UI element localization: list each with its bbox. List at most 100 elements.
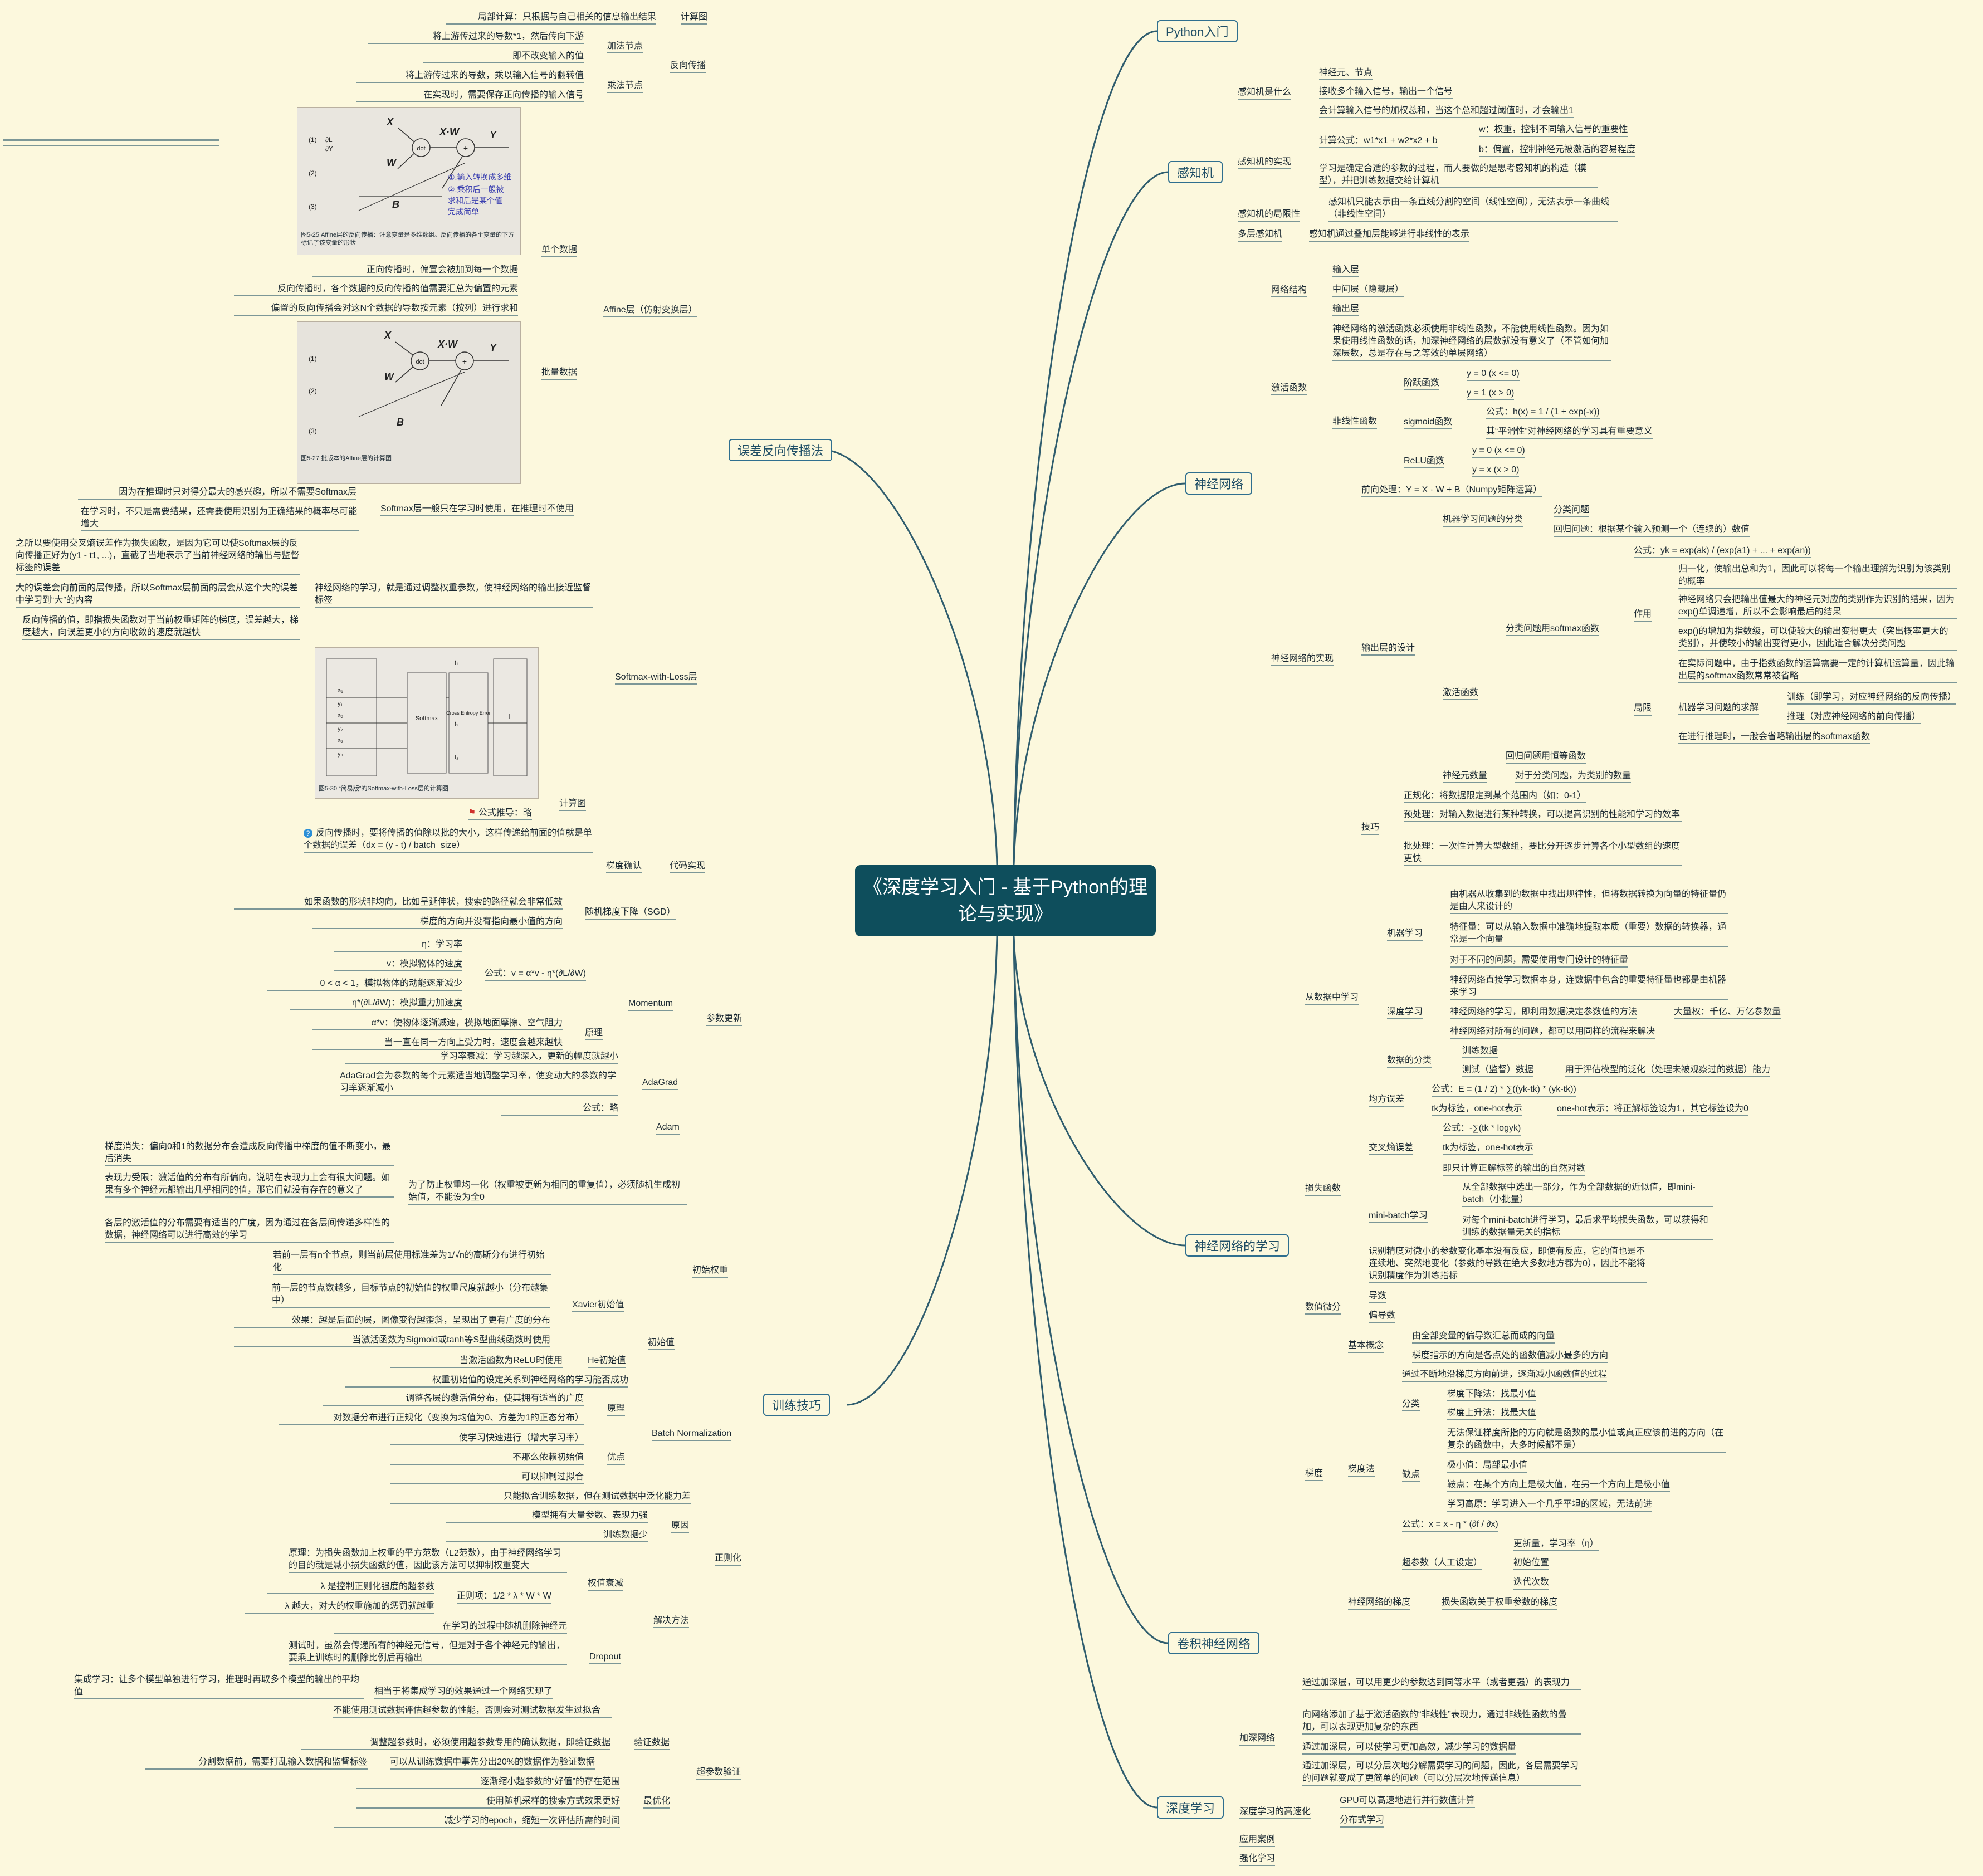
initial-values[interactable]: 初始值 bbox=[648, 1338, 675, 1347]
branch-training-tricks[interactable]: 训练技巧 bbox=[763, 1394, 831, 1416]
no-zero-init[interactable]: 为了防止权重均一化（权重被更新为相同的重复值），必须随机生成初始值，不能设为全0 bbox=[408, 1180, 681, 1202]
momentum-principle[interactable]: 原理 bbox=[585, 1028, 603, 1038]
gd-cons-item: 学习高原：学习进入一个几乎平坦的区域，无法前进 bbox=[1447, 1499, 1653, 1509]
learn-from-data[interactable]: 从数据中学习 bbox=[1305, 993, 1359, 1002]
gradient[interactable]: 梯度 bbox=[1305, 1469, 1323, 1478]
nn-implementation[interactable]: 神经网络的实现 bbox=[1271, 654, 1334, 663]
numerical-diff[interactable]: 数值微分 bbox=[1305, 1302, 1341, 1312]
deep-learning-def[interactable]: 深度学习 bbox=[1387, 1007, 1423, 1017]
ce-item: tk为标签，one-hot表示 bbox=[1443, 1143, 1533, 1152]
softmax-for-classification[interactable]: 分类问题用softmax函数 bbox=[1506, 624, 1600, 633]
weight-decay[interactable]: 权值衰减 bbox=[588, 1579, 624, 1588]
initial-weights[interactable]: 初始权重 bbox=[692, 1266, 729, 1275]
regularization[interactable]: 正则化 bbox=[715, 1553, 742, 1563]
he-init[interactable]: He初始值 bbox=[588, 1356, 626, 1365]
branch-deep-learning[interactable]: 深度学习 bbox=[1157, 1796, 1224, 1819]
mul-node[interactable]: 乘法节点 bbox=[607, 81, 643, 90]
root-topic[interactable]: 《深度学习入门 - 基于Python的理论与实现》 bbox=[855, 865, 1156, 936]
machine-learning[interactable]: 机器学习 bbox=[1387, 929, 1423, 938]
data-split[interactable]: 数据的分类 bbox=[1387, 1056, 1432, 1065]
branch-nn-learning[interactable]: 神经网络的学习 bbox=[1185, 1234, 1290, 1257]
softmax-learning[interactable]: 神经网络的学习，就是通过调整权重参数，使神经网络的输出接近监督标签 bbox=[315, 583, 592, 605]
step-function[interactable]: 阶跃函数 bbox=[1404, 378, 1440, 388]
dl-speedup[interactable]: 深度学习的高速化 bbox=[1239, 1807, 1311, 1816]
mse[interactable]: 均方误差 bbox=[1369, 1095, 1405, 1104]
output-activation[interactable]: 激活函数 bbox=[1443, 688, 1479, 697]
momentum[interactable]: Momentum bbox=[628, 999, 673, 1008]
solution[interactable]: 解决方法 bbox=[653, 1616, 690, 1625]
nn-gradient[interactable]: 神经网络的梯度 bbox=[1348, 1597, 1411, 1607]
deeper-network[interactable]: 加深网络 bbox=[1239, 1733, 1276, 1743]
loss-function[interactable]: 损失函数 bbox=[1305, 1184, 1341, 1193]
softmax-ce-reason: 之所以要使用交叉熵误差作为损失函数，是因为它可以使Softmax层的反向传播正好… bbox=[16, 539, 300, 573]
perceptron-limit[interactable]: 感知机的局限性 bbox=[1238, 209, 1301, 219]
softmax-with-loss[interactable]: Softmax-with-Loss层 bbox=[615, 672, 697, 682]
gradient-method[interactable]: 梯度法 bbox=[1348, 1464, 1375, 1474]
perceptron-formula: 计算公式：w1*x1 + w2*x2 + b bbox=[1319, 136, 1438, 145]
regularization-term[interactable]: 正则项：1/2 * λ * W * W bbox=[457, 1591, 551, 1601]
no-zero-item: 各层的激活值的分布需要有适当的广度，因为通过在各层间传递多样性的数据，神经网络可… bbox=[105, 1218, 390, 1240]
reinforcement-learning[interactable]: 强化学习 bbox=[1239, 1854, 1276, 1863]
softmax-role[interactable]: 作用 bbox=[1634, 609, 1652, 619]
branch-python[interactable]: Python入门 bbox=[1157, 20, 1238, 42]
overfit-cause[interactable]: 原因 bbox=[671, 1521, 690, 1530]
perceptron-what[interactable]: 感知机是什么 bbox=[1238, 87, 1292, 97]
perceptron-impl[interactable]: 感知机的实现 bbox=[1238, 157, 1292, 167]
add-node-item: 即不改变输入的值 bbox=[512, 51, 584, 61]
affine-batch[interactable]: 批量数据 bbox=[541, 368, 578, 377]
branch-cnn[interactable]: 卷积神经网络 bbox=[1168, 1632, 1260, 1654]
ml-item: 由机器从收集到的数据中找出规律性，但将数据转换为向量的特征量仍是由人来设计的 bbox=[1450, 890, 1727, 911]
fig3-a1: a₁ bbox=[338, 687, 343, 694]
param-update[interactable]: 参数更新 bbox=[706, 1014, 743, 1023]
relu-function[interactable]: ReLU函数 bbox=[1404, 456, 1444, 466]
gd-class-item: 梯度下降法：找最小值 bbox=[1447, 1389, 1537, 1399]
mini-batch[interactable]: mini-batch学习 bbox=[1369, 1211, 1428, 1220]
ml-solve[interactable]: 机器学习问题的求解 bbox=[1678, 703, 1759, 712]
dropout-item: 测试时，虽然会传递所有的神经元信号，但是对于各个神经元的输出，要乘上训练时的删除… bbox=[289, 1641, 565, 1663]
validation-data[interactable]: 验证数据 bbox=[634, 1738, 670, 1747]
optimization[interactable]: 最优化 bbox=[643, 1796, 671, 1806]
xavier-init[interactable]: Xavier初始值 bbox=[572, 1300, 624, 1310]
branch-perceptron[interactable]: 感知机 bbox=[1168, 161, 1223, 183]
multilayer-perceptron[interactable]: 多层感知机 bbox=[1238, 229, 1283, 239]
neuron-count[interactable]: 神经元数量 bbox=[1443, 771, 1488, 780]
nonlinear-function[interactable]: 非线性函数 bbox=[1332, 417, 1378, 426]
softmax-limit[interactable]: 局限 bbox=[1634, 704, 1652, 713]
hyperparameters[interactable]: 超参数（人工设定） bbox=[1402, 1558, 1483, 1567]
ml-problem-types[interactable]: 机器学习问题的分类 bbox=[1443, 515, 1523, 524]
softmax-train-only[interactable]: Softmax层一般只在学习时使用，在推理时不使用 bbox=[380, 504, 574, 514]
branch-backprop[interactable]: 误差反向传播法 bbox=[729, 439, 833, 461]
backprop-node[interactable]: 反向传播 bbox=[670, 61, 706, 70]
dropout[interactable]: Dropout bbox=[589, 1652, 621, 1662]
gd-classification[interactable]: 分类 bbox=[1402, 1399, 1420, 1409]
applications[interactable]: 应用案例 bbox=[1239, 1835, 1276, 1844]
gd-cons[interactable]: 缺点 bbox=[1402, 1470, 1420, 1479]
bn-principle[interactable]: 原理 bbox=[607, 1404, 626, 1413]
code-implementation[interactable]: 代码实现 bbox=[670, 861, 706, 871]
affine-single[interactable]: 单个数据 bbox=[541, 245, 578, 255]
activation-function[interactable]: 激活函数 bbox=[1271, 383, 1307, 393]
weight-decay-desc: 原理：为损失函数加上权重的平方范数（L2范数），由于神经网络学习的目的就是减小损… bbox=[289, 1548, 561, 1570]
nn-tricks[interactable]: 技巧 bbox=[1361, 823, 1380, 832]
gradient-basic[interactable]: 基本概念 bbox=[1348, 1341, 1384, 1350]
sgd[interactable]: 随机梯度下降（SGD） bbox=[585, 907, 676, 917]
adagrad[interactable]: AdaGrad bbox=[642, 1078, 678, 1087]
branch-connector bbox=[1013, 171, 1169, 866]
graph-desc: 局部计算：只根据与自己相关的信息输出结果 bbox=[477, 12, 656, 22]
momentum-formula[interactable]: 公式：v = α*v - η*(∂L/∂W) bbox=[485, 969, 586, 978]
batch-normalization[interactable]: Batch Normalization bbox=[652, 1429, 732, 1438]
gradient-check[interactable]: 梯度确认 bbox=[606, 861, 642, 871]
nn-structure[interactable]: 网络结构 bbox=[1271, 285, 1307, 295]
sigmoid-function[interactable]: sigmoid函数 bbox=[1404, 417, 1453, 427]
output-layer-design[interactable]: 输出层的设计 bbox=[1361, 643, 1415, 653]
softmax-graph[interactable]: 计算图 bbox=[559, 799, 587, 808]
adam[interactable]: Adam bbox=[656, 1122, 680, 1132]
affine-layer[interactable]: Affine层（仿射变换层） bbox=[603, 305, 697, 315]
branch-neural-network[interactable]: 神经网络 bbox=[1185, 472, 1253, 495]
add-node[interactable]: 加法节点 bbox=[607, 41, 643, 51]
hyperparam-validation[interactable]: 超参数验证 bbox=[696, 1767, 741, 1777]
cross-entropy[interactable]: 交叉熵误差 bbox=[1369, 1143, 1414, 1152]
computation-graph[interactable]: 计算图 bbox=[681, 12, 708, 22]
bn-pros[interactable]: 优点 bbox=[607, 1453, 626, 1462]
